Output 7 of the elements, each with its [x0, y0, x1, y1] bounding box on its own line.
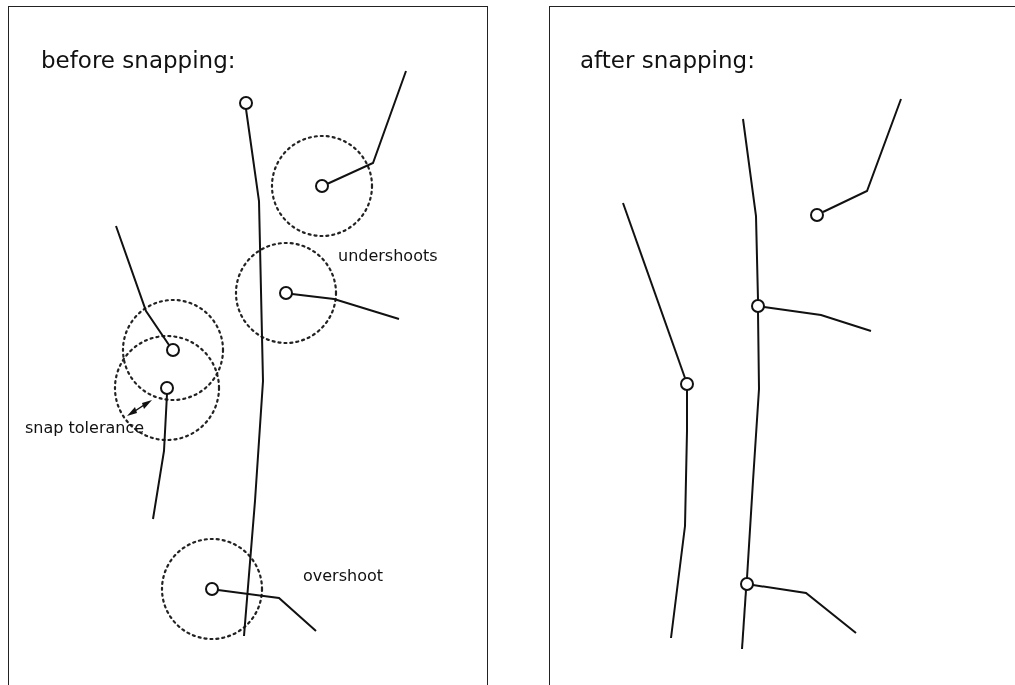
- panel-heading: after snapping:: [580, 47, 755, 73]
- panel: [549, 6, 1015, 685]
- annotation-label: overshoot: [303, 566, 384, 585]
- panel: [8, 6, 488, 685]
- annotation-label: snap tolerance: [25, 418, 145, 437]
- panel-heading: before snapping:: [41, 47, 236, 73]
- annotation-label: undershoots: [338, 246, 439, 265]
